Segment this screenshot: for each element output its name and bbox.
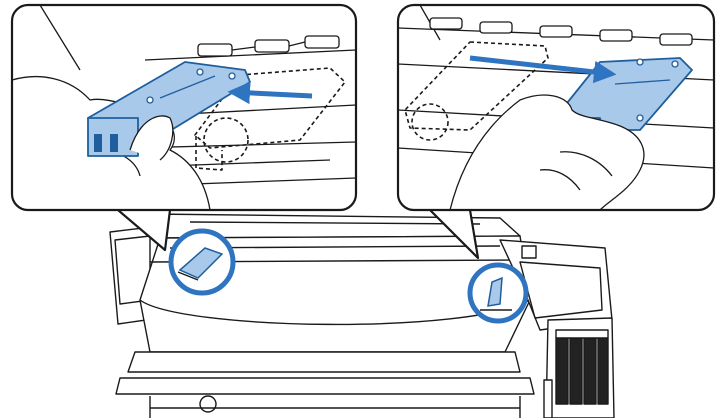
right-detail-panel bbox=[398, 5, 714, 210]
left-detail-panel bbox=[12, 5, 356, 210]
callout-ring-left bbox=[171, 231, 233, 293]
callout-ring-right bbox=[470, 265, 526, 321]
